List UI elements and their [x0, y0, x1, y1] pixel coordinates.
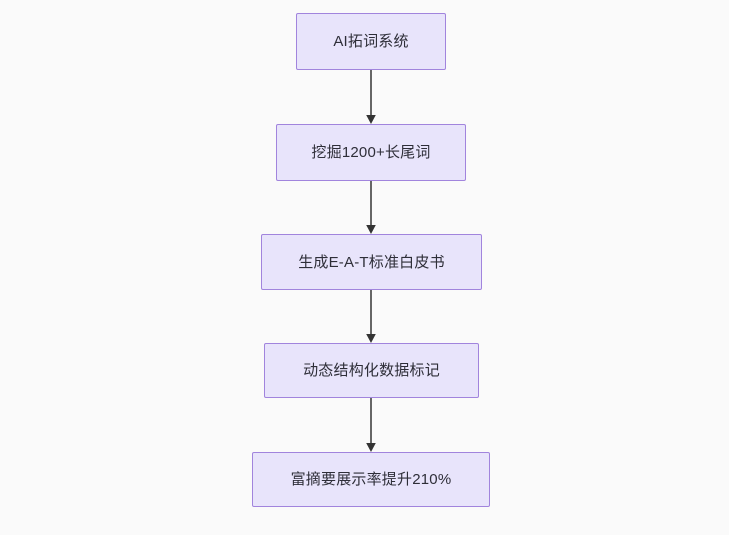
- edge-node-2-to-node-3: [363, 181, 379, 234]
- flow-node-label: 生成E-A-T标准白皮书: [298, 253, 445, 271]
- flow-node-label: 挖掘1200+长尾词: [311, 144, 431, 161]
- flow-node-label: AI拓词系统: [333, 33, 409, 50]
- flow-node-mine-longtail-keywords[interactable]: 挖掘1200+长尾词: [276, 124, 466, 181]
- flow-node-label: 富摘要展示率提升210%: [290, 471, 452, 488]
- edge-node-1-to-node-2: [363, 70, 379, 124]
- flow-node-generate-eat-whitepaper[interactable]: 生成E-A-T标准白皮书: [261, 234, 482, 290]
- flow-node-rich-snippet-rate-increase[interactable]: 富摘要展示率提升210%: [252, 452, 490, 507]
- edge-node-3-to-node-4: [363, 290, 379, 343]
- flow-node-label: 动态结构化数据标记: [303, 362, 440, 379]
- edge-node-4-to-node-5: [363, 398, 379, 452]
- flow-node-dynamic-structured-data-markup[interactable]: 动态结构化数据标记: [264, 343, 479, 398]
- flow-node-ai-keyword-system[interactable]: AI拓词系统: [296, 13, 446, 70]
